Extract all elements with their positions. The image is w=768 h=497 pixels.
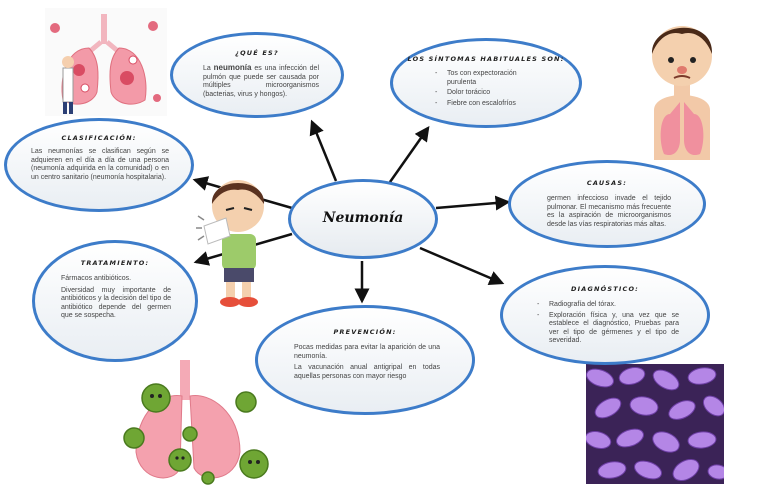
diagnostico-title: DIAGNÓSTICO: xyxy=(571,285,639,293)
clasificacion-node: CLASIFICACIÓN: Las neumonías se clasific… xyxy=(4,118,194,212)
sintomas-node: LOS SÍNTOMAS HABITUALES SON: Tos con exp… xyxy=(390,38,582,128)
que-es-node: ¿QUÉ ES? La neumonía es una infección de… xyxy=(170,32,344,118)
diagnostico-item: Radiografía del tórax. xyxy=(537,301,679,310)
bacteria-micrograph-image xyxy=(586,364,724,484)
clasificacion-title: CLASIFICACIÓN: xyxy=(61,134,137,142)
tratamiento-title: TRATAMIENTO: xyxy=(80,259,150,267)
arrow-sintomas xyxy=(388,125,430,183)
causas-node: CAUSAS: germen infeccioso invade el teji… xyxy=(508,160,706,248)
tratamiento-paragraph: Diversidad muy importante de antibiótico… xyxy=(61,286,171,320)
prevencion-text: Pocas medidas para evitar la aparición d… xyxy=(294,344,440,384)
prevencion-node: PREVENCIÓN: Pocas medidas para evitar la… xyxy=(255,305,475,415)
sintomas-item: Tos con expectoración purulenta xyxy=(435,70,545,87)
que-es-title: ¿QUÉ ES? xyxy=(235,49,279,57)
sick-boy-lungs-illustration xyxy=(651,26,713,160)
sintomas-list: Tos con expectoración purulenta Dolor to… xyxy=(435,70,545,110)
tratamiento-node: TRATAMIENTO: Fármacos antibióticos. Dive… xyxy=(32,240,198,362)
diagnostico-list: Radiografía del tórax. Exploración físic… xyxy=(537,301,679,348)
sintomas-item: Fiebre con escalofríos xyxy=(435,100,545,109)
central-topic-node: Neumonía xyxy=(288,179,438,259)
arrow-diagnostico xyxy=(419,246,505,285)
prevencion-paragraph: Pocas medidas para evitar la aparición d… xyxy=(294,344,440,360)
diagnostico-item: Exploración física y, una vez que se est… xyxy=(537,312,679,346)
sintomas-item: Dolor torácico xyxy=(435,89,545,98)
central-topic-title: Neumonía xyxy=(322,210,404,226)
tratamiento-text: Fármacos antibióticos. Diversidad muy im… xyxy=(61,275,171,324)
causas-title: CAUSAS: xyxy=(586,179,628,187)
tratamiento-paragraph: Fármacos antibióticos. xyxy=(61,275,132,282)
arrow-que-es xyxy=(309,119,338,182)
clasificacion-text: Las neumonías se clasifican según se adq… xyxy=(31,148,169,181)
diagnostico-node: DIAGNÓSTICO: Radiografía del tórax. Expl… xyxy=(500,265,710,365)
infected-lungs-illustration xyxy=(123,360,269,485)
prevencion-title: PREVENCIÓN: xyxy=(333,328,397,336)
que-es-text: La neumonía es una infección del pulmón … xyxy=(203,63,319,98)
prevencion-paragraph: La vacunación anual antigripal en todas … xyxy=(294,364,440,380)
sneezing-boy-illustration xyxy=(196,180,265,307)
causas-text: germen infeccioso invade el tejido pulmo… xyxy=(547,195,671,228)
arrow-causas xyxy=(435,195,511,211)
sintomas-title: LOS SÍNTOMAS HABITUALES SON: xyxy=(407,55,565,63)
lungs-doctor-illustration xyxy=(45,8,167,116)
